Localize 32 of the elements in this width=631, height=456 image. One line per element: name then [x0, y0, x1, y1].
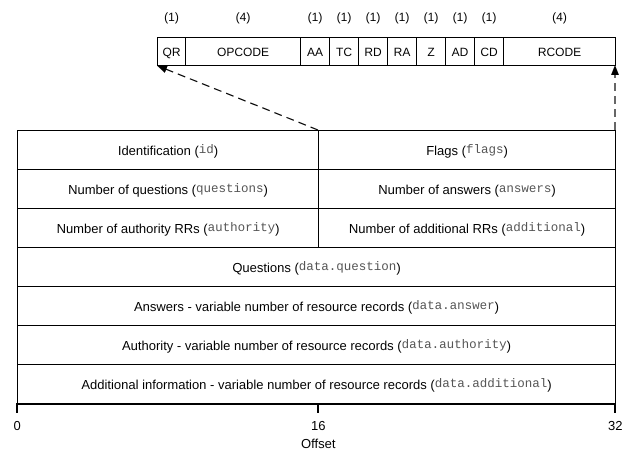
- axis-tick-label: 0: [14, 418, 21, 433]
- section-row: Additional information - variable number of resource records (data.additional): [17, 364, 616, 404]
- bit-width-label: (1): [452, 10, 468, 24]
- section-row: Answers - variable number of resource records (data.answer): [17, 286, 616, 326]
- flag-field-cell: RCODE: [503, 37, 616, 66]
- flag-field-cell: TC: [329, 37, 359, 66]
- flag-field-cell: CD: [474, 37, 504, 66]
- flag-field-cell: RA: [387, 37, 417, 66]
- flag-field-cell: RD: [358, 37, 388, 66]
- dashed-arrow: [611, 65, 619, 130]
- axis-title: Offset: [301, 436, 336, 451]
- bit-width-label: (1): [306, 10, 324, 24]
- flag-field-cell: AD: [445, 37, 475, 66]
- bit-width-label: (1): [422, 10, 440, 24]
- axis-tick-label: 32: [608, 418, 622, 433]
- bit-width-label: (1): [480, 10, 498, 24]
- bit-width-label: (1): [163, 10, 180, 24]
- bit-width-label: (4): [234, 10, 252, 24]
- bit-width-label: (1): [364, 10, 382, 24]
- axis-tick-label: 16: [311, 418, 326, 433]
- flag-field-cell: AA: [300, 37, 330, 66]
- section-row: Questions (data.question): [17, 247, 616, 287]
- header-field-cell: Identification (id): [17, 130, 319, 170]
- section-row: Authority - variable number of resource records (data.authority): [17, 325, 616, 365]
- flag-field-cell: Z: [416, 37, 446, 66]
- bit-width-label: (1): [336, 10, 352, 24]
- dashed-arrow: [157, 65, 318, 131]
- header-field-cell: Flags (flags): [318, 130, 616, 170]
- flag-field-cell: QR: [157, 37, 186, 66]
- bit-width-label: (4): [551, 10, 568, 24]
- bit-width-label: (1): [394, 10, 410, 24]
- flag-field-cell: OPCODE: [185, 37, 301, 66]
